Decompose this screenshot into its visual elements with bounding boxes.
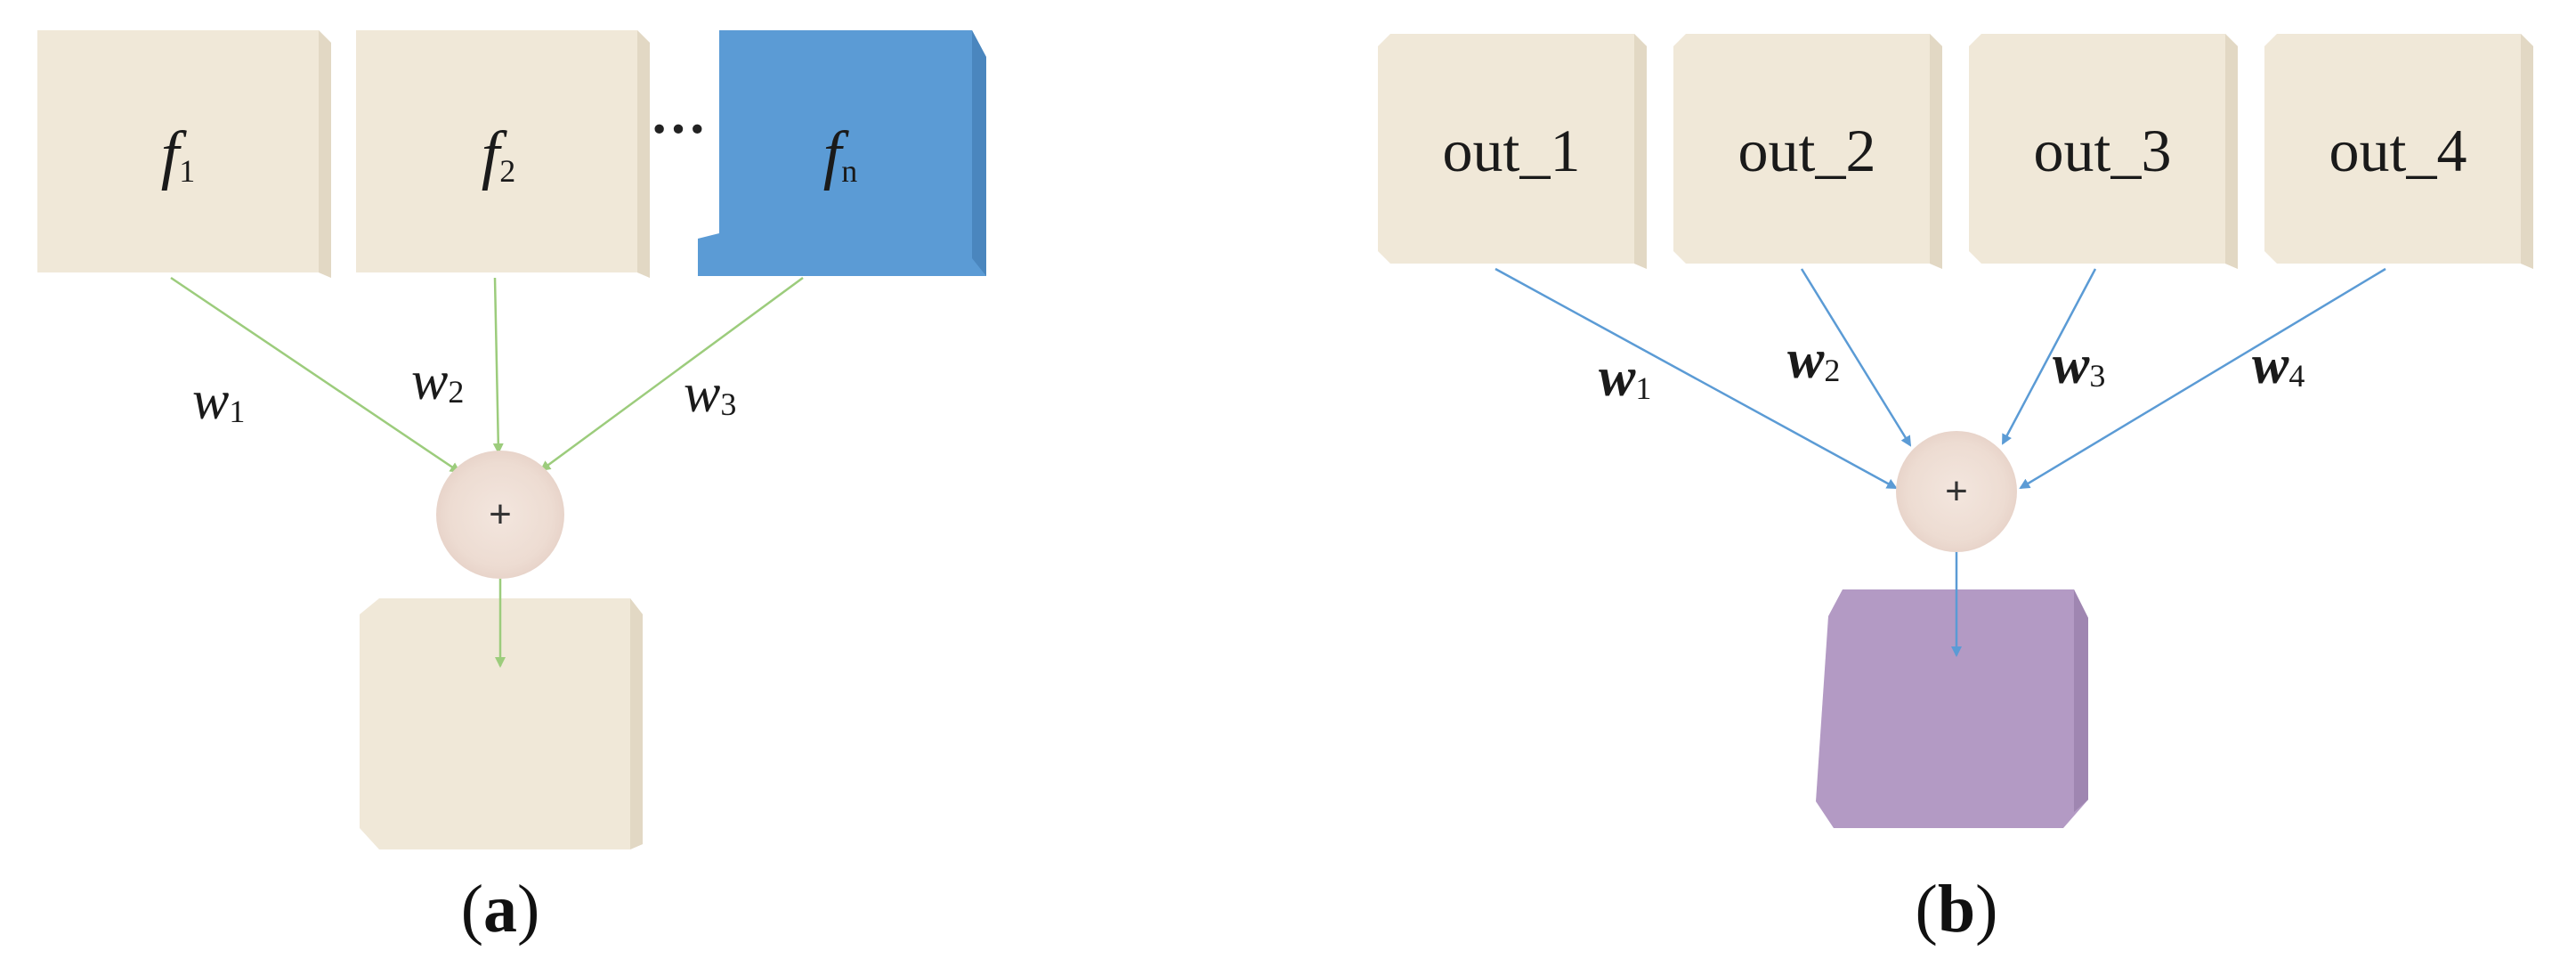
- arrow-out-1-to-sum: [1495, 267, 1898, 490]
- panel-a: f1 f2 ··· fn w1 w2 w3 +: [37, 30, 986, 947]
- feature-box-f1: f1: [37, 30, 331, 278]
- arrow-out-4-to-sum: [2019, 267, 2386, 490]
- output-box-a: [360, 598, 643, 849]
- sum-operator-a: +: [489, 492, 512, 536]
- output-label-out-3: out_3: [2034, 117, 2172, 184]
- arrow-fn-to-sum: [539, 276, 804, 472]
- feature-box-f2: f2: [356, 30, 650, 278]
- output-label-out-2: out_2: [1738, 117, 1876, 184]
- ellipsis: ···: [650, 97, 707, 160]
- weight-label-b-w1: w1: [1599, 347, 1651, 408]
- weight-label-w3: w3: [684, 363, 736, 424]
- output-label-out-4: out_4: [2329, 117, 2467, 184]
- arrow-f2-to-sum: [492, 277, 504, 454]
- weight-label-b-w3: w3: [2053, 335, 2105, 395]
- weight-label-w2: w2: [411, 351, 464, 411]
- panel-b: out_1 out_2 out_3 out_4 w1 w2 w3 w4: [1378, 34, 2533, 947]
- output-box-b: [1816, 589, 2088, 828]
- arrow-out-3-to-sum: [2001, 268, 2097, 445]
- arrow-out-2-to-sum: [1800, 268, 1912, 447]
- output-box-out-3: out_3: [1969, 34, 2238, 269]
- feature-box-fn: fn: [698, 30, 986, 276]
- weight-label-w1: w1: [192, 370, 245, 431]
- sum-node-b: +: [1896, 431, 2017, 552]
- weight-label-b-w4: w4: [2252, 335, 2305, 395]
- arrow-f1-to-sum: [170, 276, 461, 474]
- sum-operator-b: +: [1945, 469, 1968, 513]
- output-box-out-4: out_4: [2264, 34, 2533, 269]
- weight-label-b-w2: w2: [1787, 329, 1840, 390]
- output-label-out-1: out_1: [1443, 117, 1581, 184]
- output-box-out-2: out_2: [1673, 34, 1942, 269]
- caption-b: (b): [1916, 872, 1998, 947]
- output-box-out-1: out_1: [1378, 34, 1647, 269]
- sum-node-a: +: [436, 451, 564, 579]
- caption-a: (a): [461, 872, 540, 947]
